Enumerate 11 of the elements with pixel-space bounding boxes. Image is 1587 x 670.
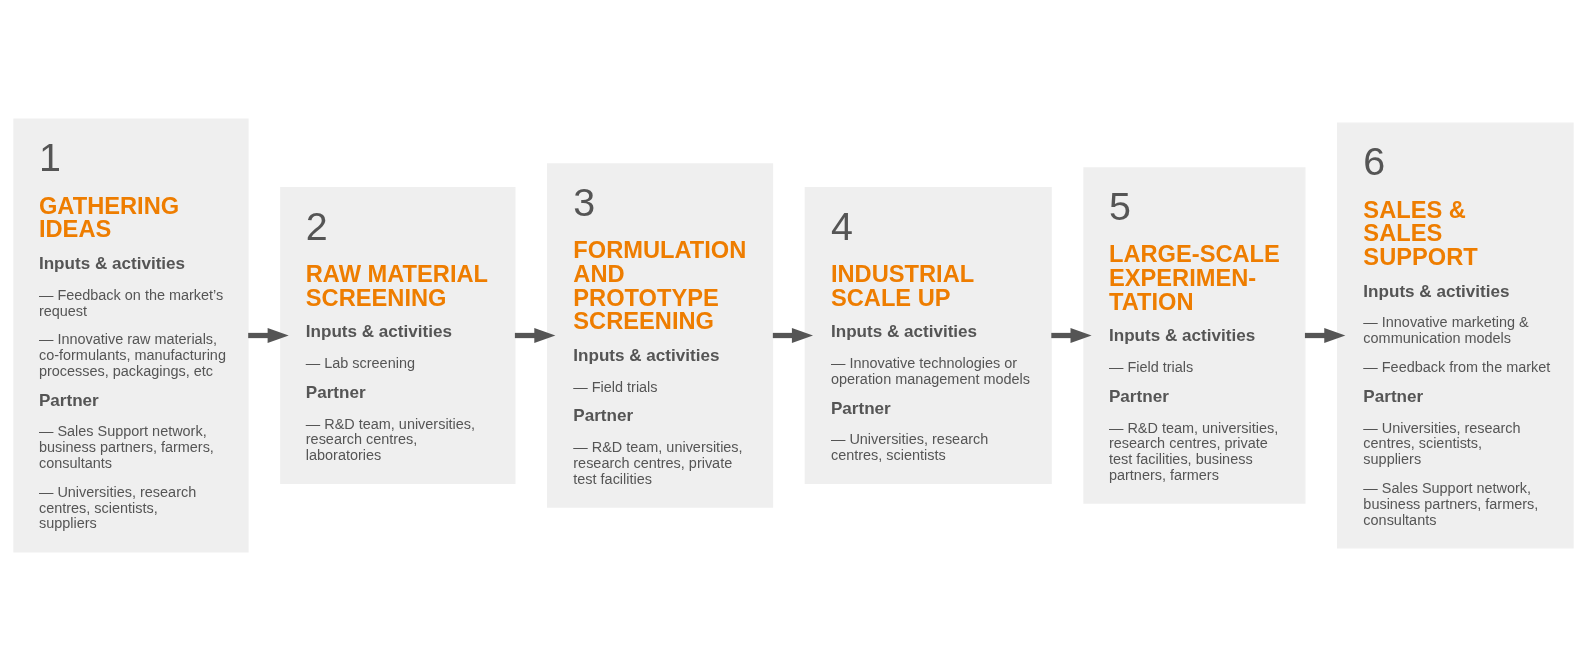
node-box: 6 SALES & SALES SUPPORT Inputs & activities — Innovative marketing & communication models — Feedback from the market Partner — Universities, research centres, scientists, suppliers — Sales Support network, business partners, farmers, consultants <box>1337 122 1574 548</box>
arrow <box>1304 327 1346 343</box>
node-box: 2 RAW MATERIAL SCREENING Inputs & activities — Lab screening Partner — R&D team, universities, research centres, laboratories <box>280 186 516 484</box>
arrow <box>1051 327 1092 343</box>
node-box: 1 GATHERING IDEAS Inputs & activities — Feedback on the market’s request — Innovative raw materials, co-formulants, manufacturing processes, packagings, etc Partner — Sales Support network, business partners, farmers, consultants — Universities, research centres, scientists, suppliers <box>13 118 249 552</box>
arrow <box>772 327 813 343</box>
arrow <box>248 327 289 343</box>
arrow <box>514 327 556 343</box>
node-box: 5 LARGE-SCALE EXPERIMEN- TATION Inputs & activities — Field trials Partner — R&D team, universities, research centres, private test facilities, business partners, farmers <box>1083 166 1306 504</box>
node-box: 3 FORMULATION AND PROTOTYPE SCREENING Inputs & activities — Field trials Partner — R&D team, universities, research centres, private test facilities <box>547 162 774 508</box>
node-box: 4 INDUSTRIAL SCALE UP Inputs & activities — Innovative technologies or operation management models Partner — Universities, research centres, scientists <box>804 186 1052 484</box>
